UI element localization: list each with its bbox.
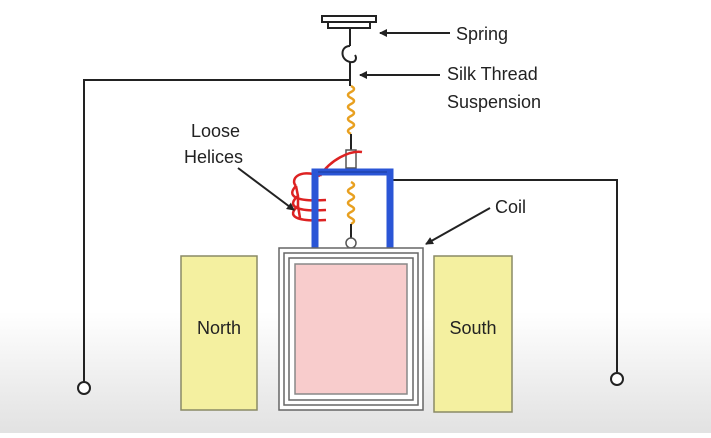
helices-arrow bbox=[237, 167, 295, 211]
left-wire bbox=[83, 79, 350, 382]
spring-label: Spring bbox=[456, 24, 508, 44]
south-magnet bbox=[433, 255, 513, 413]
silk-thread-label-line2: Suspension bbox=[447, 92, 541, 112]
pivot bbox=[345, 237, 357, 249]
upper-spring bbox=[346, 84, 356, 136]
loose-helices bbox=[291, 150, 363, 222]
south-label: South bbox=[449, 318, 496, 338]
hook bbox=[341, 45, 357, 64]
right-wire bbox=[392, 179, 618, 372]
coil bbox=[278, 247, 424, 411]
north-label: North bbox=[197, 318, 241, 338]
helices-label-line1: Loose bbox=[191, 121, 240, 141]
helices-label-line2: Helices bbox=[184, 147, 243, 167]
left-terminal bbox=[77, 381, 91, 395]
north-magnet bbox=[180, 255, 258, 411]
coil-arrow bbox=[425, 207, 491, 245]
lower-spring bbox=[346, 180, 356, 226]
mirror bbox=[345, 149, 357, 169]
torsion-head bbox=[321, 15, 377, 46]
silk-thread-label-line1: Silk Thread bbox=[447, 64, 538, 84]
coil-label: Coil bbox=[495, 197, 526, 217]
soft-iron-core bbox=[294, 263, 408, 395]
right-terminal bbox=[610, 372, 624, 386]
